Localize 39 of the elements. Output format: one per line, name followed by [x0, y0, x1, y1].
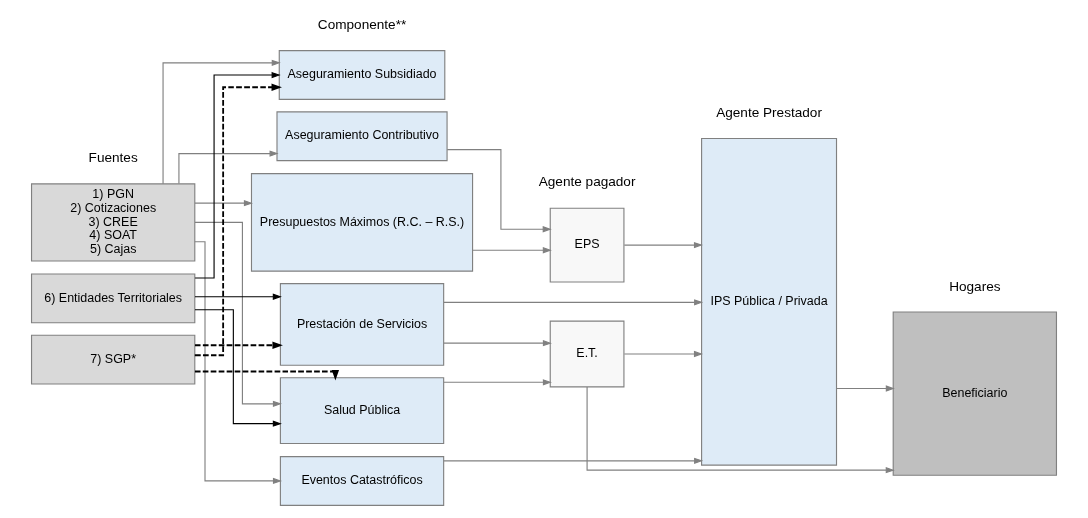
arrow: [194, 293, 282, 300]
node-box: IPS Pública / Privada: [701, 137, 838, 466]
arrow: [836, 385, 895, 392]
arrow: [623, 350, 703, 358]
node-box: Beneficiario: [892, 311, 1058, 476]
arrow: [446, 149, 552, 233]
node-box: 6) Entidades Territoriales: [30, 273, 196, 324]
label: Agente pagador: [538, 174, 636, 190]
arrow: [193, 83, 282, 357]
node-box: EPS: [549, 207, 625, 283]
arrow: [586, 386, 895, 474]
arrow: [162, 59, 281, 185]
arrow: [194, 241, 282, 485]
arrow: [194, 309, 282, 427]
node-box: Aseguramiento Contributivo: [276, 111, 448, 162]
arrow: [443, 340, 552, 347]
node-box: E.T.: [549, 320, 625, 388]
label: Hogares: [949, 278, 1001, 294]
node-box: Eventos Catastróficos: [279, 456, 445, 506]
arrow: [178, 150, 279, 185]
arrow: [623, 241, 703, 249]
arrow: [194, 341, 283, 349]
arrow: [472, 247, 552, 254]
arrow: [443, 379, 552, 386]
node-box: 1) PGN 2) Cotizaciones 3) CREE 4) SOAT 5) Cajas: [30, 183, 196, 262]
arrow: [194, 369, 340, 381]
node-box: 7) SGP*: [30, 334, 196, 385]
node-box: Aseguramiento Subsidiado: [278, 50, 446, 100]
arrow: [194, 71, 281, 279]
node-box: Prestación de Servicios: [279, 283, 445, 366]
arrow: [443, 299, 704, 306]
arrow: [194, 200, 253, 207]
node-box: Presupuestos Máximos (R.C. – R.S.): [250, 173, 474, 272]
arrow: [443, 457, 704, 464]
label: Componente**: [317, 16, 407, 32]
label: Fuentes: [88, 150, 138, 166]
label: Agente Prestador: [716, 105, 822, 121]
node-box: Salud Pública: [279, 377, 445, 445]
arrow: [194, 221, 282, 407]
